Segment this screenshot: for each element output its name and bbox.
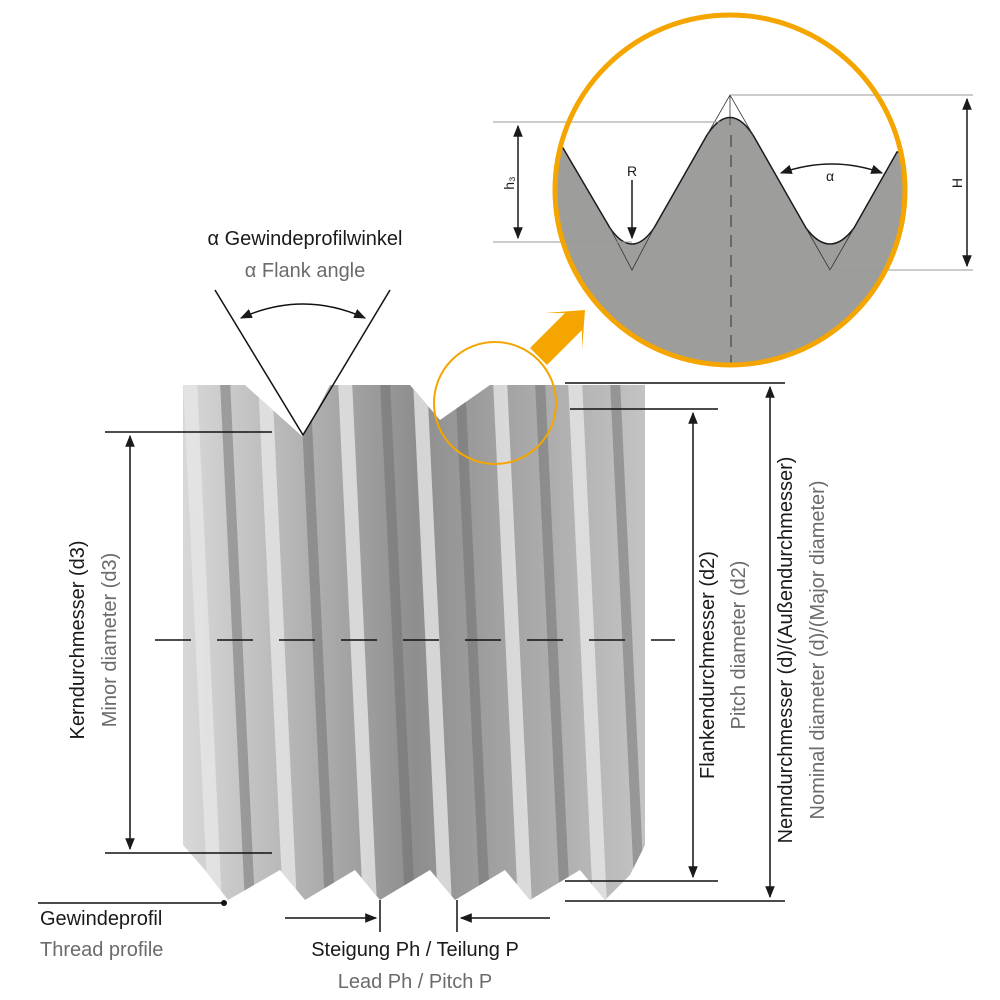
- detail-highlight-circle: [433, 341, 557, 465]
- lead-pitch-label-de: Steigung Ph / Teilung P: [311, 939, 519, 961]
- minor-diameter-label-de: Kerndurchmesser (d3): [67, 541, 89, 740]
- minor-diameter-dimension: [105, 431, 272, 854]
- diameter-dimensions-right: [565, 382, 785, 902]
- inset-h3-label: h₃: [501, 176, 517, 190]
- flank-angle-marker: [214, 289, 391, 437]
- thread-profile-label-en: Thread profile: [40, 939, 163, 961]
- flank-angle-label-de: α Gewindeprofilwinkel: [208, 228, 403, 250]
- nominal-diameter-label-en: Nominal diameter (d)/(Major diameter): [807, 481, 829, 820]
- zoom-arrow-icon: [530, 310, 585, 365]
- lead-pitch-label-en: Lead Ph / Pitch P: [338, 971, 493, 993]
- threaded-bolt-image: [183, 385, 645, 900]
- thread-profile-label-de: Gewindeprofil: [40, 908, 162, 930]
- inset-radius-label: R: [627, 163, 637, 179]
- flank-angle-label-en: α Flank angle: [245, 260, 366, 282]
- nominal-diameter-label-de: Nenndurchmesser (d)/(Außendurchmesser): [775, 457, 797, 844]
- inset-alpha-label: α: [826, 168, 834, 184]
- pitch-diameter-label-en: Pitch diameter (d2): [728, 561, 750, 730]
- inset-H-label: H: [949, 178, 965, 188]
- minor-diameter-label-en: Minor diameter (d3): [99, 553, 121, 728]
- thread-profile-dot: [221, 900, 227, 906]
- thread-profile-inset: [493, 12, 973, 368]
- pitch-dimension: [285, 900, 550, 932]
- pitch-diameter-label-de: Flankendurchmesser (d2): [697, 551, 719, 779]
